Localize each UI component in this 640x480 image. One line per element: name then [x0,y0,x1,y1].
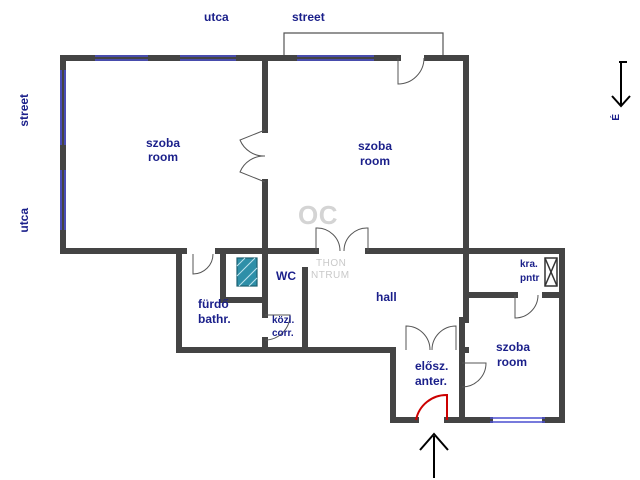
label-wc: WC [276,269,296,283]
label-room3-hu: szoba [496,340,531,354]
label-room1-hu: szoba [146,136,181,150]
label-room2-en: room [360,154,390,168]
label-left-utca: utca [17,207,32,233]
watermark-line1: THON [316,258,347,269]
entrance-door [415,393,448,421]
label-corr-en: corr. [272,328,294,339]
label-top-street: street [292,10,325,24]
label-corr-hu: közl. [272,315,295,326]
label-ante-hu: elősz. [415,359,449,373]
label-left-street: street [17,93,32,127]
watermark-line2: NTRUM [311,270,350,281]
label-bath-en: bathr. [198,312,231,326]
windows [60,55,545,423]
label-hall: hall [376,290,397,304]
doors [192,57,539,388]
north-arrow-icon [611,61,631,108]
label-north: É [611,113,623,121]
label-ante-en: anter. [415,374,448,388]
label-bath-hu: fürdő [198,297,229,311]
label-room1-en: room [148,150,178,164]
pantry-box [544,257,558,287]
label-top-utca: utca [204,10,229,24]
entrance-arrow-icon [419,432,449,478]
ventilation-shaft [236,257,258,287]
label-pantry-hu: kra. [520,259,538,270]
label-room3-en: room [497,355,527,369]
walls [60,55,565,423]
street-bracket [283,32,444,55]
label-room2-hu: szoba [358,139,393,153]
label-pantry-en: pntr [520,273,540,284]
